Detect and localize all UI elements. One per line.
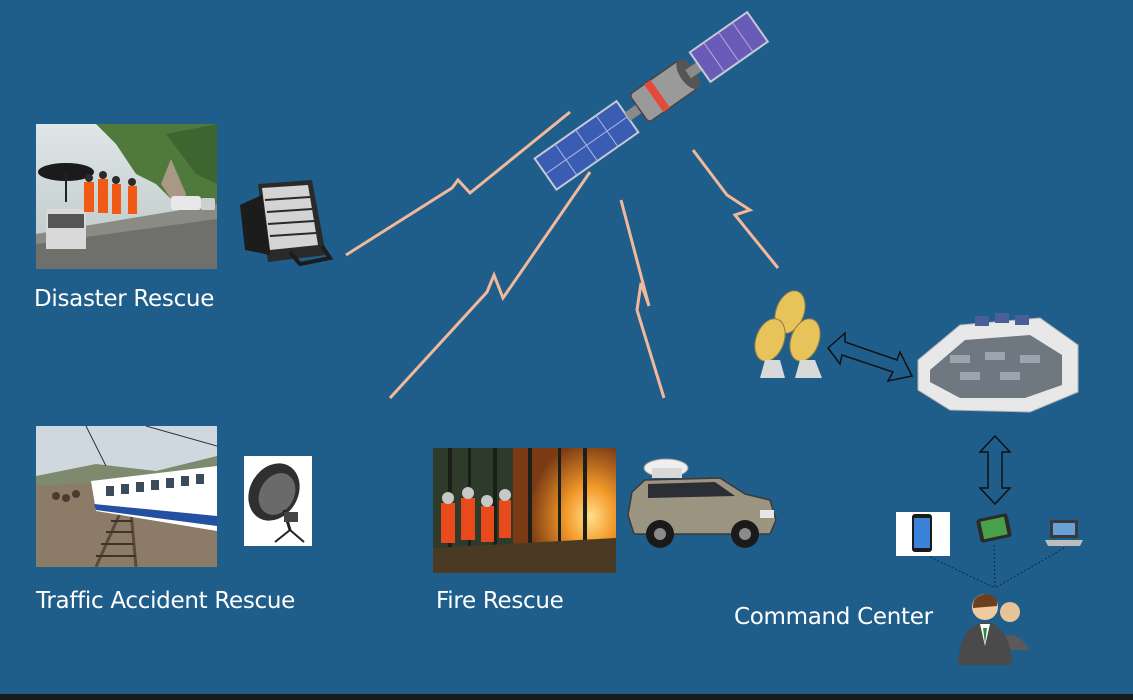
signal-bolt-command [691, 149, 780, 269]
signal-bolt-disaster [345, 110, 571, 257]
bottom-border [0, 694, 1133, 700]
fire-rescue-label: Fire Rescue [436, 588, 564, 614]
traffic-accident-rescue-label: Traffic Accident Rescue [36, 588, 295, 614]
landslide-rescue-photo [36, 124, 217, 269]
disaster-rescue-label: Disaster Rescue [34, 286, 215, 312]
users-group-icon [958, 594, 1030, 665]
tablet-icon [976, 513, 1012, 543]
portable-satellite-terminal-icon [240, 180, 334, 267]
forest-fire-photo [433, 448, 616, 573]
satellite-icon [533, 10, 770, 192]
bidirectional-arrow-vertical [978, 434, 1012, 506]
command-center-room-icon [917, 313, 1079, 413]
laptop-icon [1045, 520, 1083, 546]
ground-station-dish-icon [754, 290, 822, 378]
command-center-label: Command Center [734, 604, 933, 630]
bidirectional-arrow-horizontal [826, 331, 914, 383]
signal-bolt-traffic [388, 171, 592, 400]
satcom-vehicle-icon [627, 458, 777, 548]
device-connection-lines [929, 544, 1065, 589]
train-derailment-photo [36, 426, 217, 567]
signal-bolt-fire [619, 199, 666, 399]
satellite-dish-antenna-icon [244, 456, 312, 546]
smartphone-icon [896, 512, 950, 556]
